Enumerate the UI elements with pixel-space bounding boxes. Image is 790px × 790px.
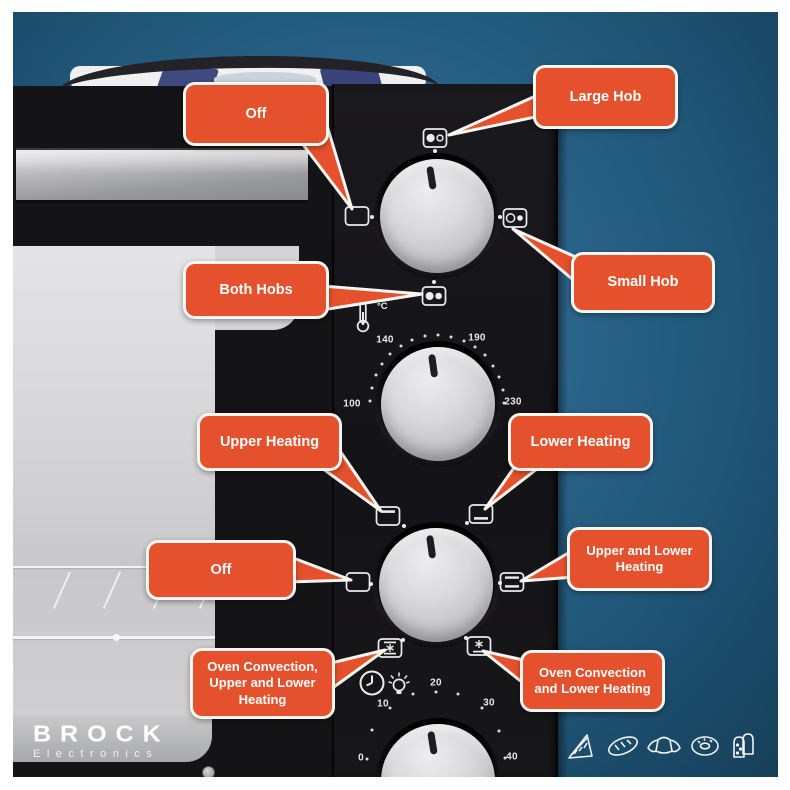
position-dot [402, 524, 406, 528]
temp-label-230: 230 [504, 396, 522, 408]
knob-pointer [425, 166, 437, 190]
tick-dot [410, 338, 414, 342]
tick-dot [497, 375, 501, 379]
timer-label-40: 40 [506, 751, 518, 763]
callout-hob-small: Small Hob [571, 252, 715, 313]
tick-dot [388, 706, 392, 710]
tick-dot [374, 373, 378, 377]
large-hob-icon [422, 128, 448, 148]
position-dot [498, 215, 502, 219]
tick-dot [483, 353, 487, 357]
door-glass [13, 246, 218, 779]
tick-dot [497, 729, 501, 733]
tick-dot [365, 757, 369, 761]
upper-heating-icon [375, 506, 401, 526]
sandwich-icon [568, 734, 593, 759]
tick-dot [491, 364, 495, 368]
tick-dot [423, 334, 427, 338]
knob-pointer [427, 353, 438, 378]
timer-label-10: 10 [377, 698, 389, 710]
tick-dot [473, 345, 477, 349]
position-dot [465, 521, 469, 525]
wire-rack [52, 571, 72, 609]
hob-knob[interactable] [374, 153, 500, 279]
tick-dot [399, 344, 403, 348]
knob-pointer [426, 731, 438, 755]
function-knob[interactable] [373, 522, 499, 648]
callout-hob-large: Large Hob [533, 65, 678, 129]
wire-rack [113, 634, 120, 641]
thermostat-knob[interactable] [375, 341, 501, 467]
temp-label-100: 100 [343, 398, 361, 410]
door-bottom-bar: BROCK Electronics [13, 716, 212, 762]
timer-label-0: 0 [358, 752, 364, 764]
position-dot [369, 582, 373, 586]
oven-light-icon [388, 672, 410, 694]
brand-logo: BROCK [33, 721, 170, 747]
celsius-unit: °C [377, 301, 388, 312]
brand-subtitle: Electronics [33, 748, 159, 760]
timer-label-20: 20 [430, 677, 442, 689]
tick-dot [436, 333, 440, 337]
tick-dot [501, 388, 505, 392]
position-dot [370, 215, 374, 219]
timer-label-30: 30 [483, 697, 495, 709]
tick-dot [411, 692, 415, 696]
tick-dot [449, 335, 453, 339]
position-dot [464, 636, 468, 640]
baguette-icon [608, 736, 638, 756]
callout-hob-both: Both Hobs [183, 261, 329, 319]
position-dot [401, 638, 405, 642]
both-hobs-icon [421, 286, 447, 306]
thermometer-icon [356, 302, 370, 333]
temp-label-140: 140 [376, 334, 394, 346]
croissant-icon [647, 736, 681, 754]
upper-lower-heating-icon [499, 572, 525, 592]
tick-dot [502, 401, 506, 405]
callout-fn-off: Off [146, 540, 296, 600]
lower-heating-icon [468, 504, 494, 524]
position-dot [433, 149, 437, 153]
knob-pointer [425, 534, 436, 559]
tick-dot [480, 706, 484, 710]
clock-icon [359, 670, 385, 696]
callout-fn-lower: Lower Heating [508, 413, 653, 471]
tick-dot [456, 692, 460, 696]
callout-fn-conv-upper-lower: Oven Convection, Upper and Lower Heating [190, 648, 335, 719]
temp-label-190: 190 [468, 332, 486, 344]
hob-off-icon [344, 206, 370, 226]
convection-upper-lower-icon [377, 638, 403, 658]
callout-fn-upper: Upper Heating [197, 413, 342, 471]
wire-rack [13, 566, 215, 568]
callout-fn-conv-lower: Oven Convection and Lower Heating [520, 650, 665, 712]
tick-dot [368, 399, 372, 403]
screw [202, 766, 215, 779]
callout-fn-upper-lower: Upper and Lower Heating [567, 527, 712, 591]
donut-icon [691, 736, 719, 756]
tick-dot [462, 339, 466, 343]
position-dot [432, 280, 436, 284]
toast-icon [733, 733, 754, 758]
tick-dot [370, 728, 374, 732]
function-off-icon [345, 572, 371, 592]
tick-dot [380, 362, 384, 366]
tick-dot [503, 756, 507, 760]
small-hob-icon [502, 208, 528, 228]
convection-lower-icon [466, 636, 492, 656]
position-dot [498, 581, 502, 585]
tick-dot [388, 352, 392, 356]
metal-strip [16, 148, 308, 203]
tick-dot [434, 690, 438, 694]
callout-hob-off: Off [183, 82, 329, 146]
wire-rack [102, 571, 122, 609]
tick-dot [370, 386, 374, 390]
